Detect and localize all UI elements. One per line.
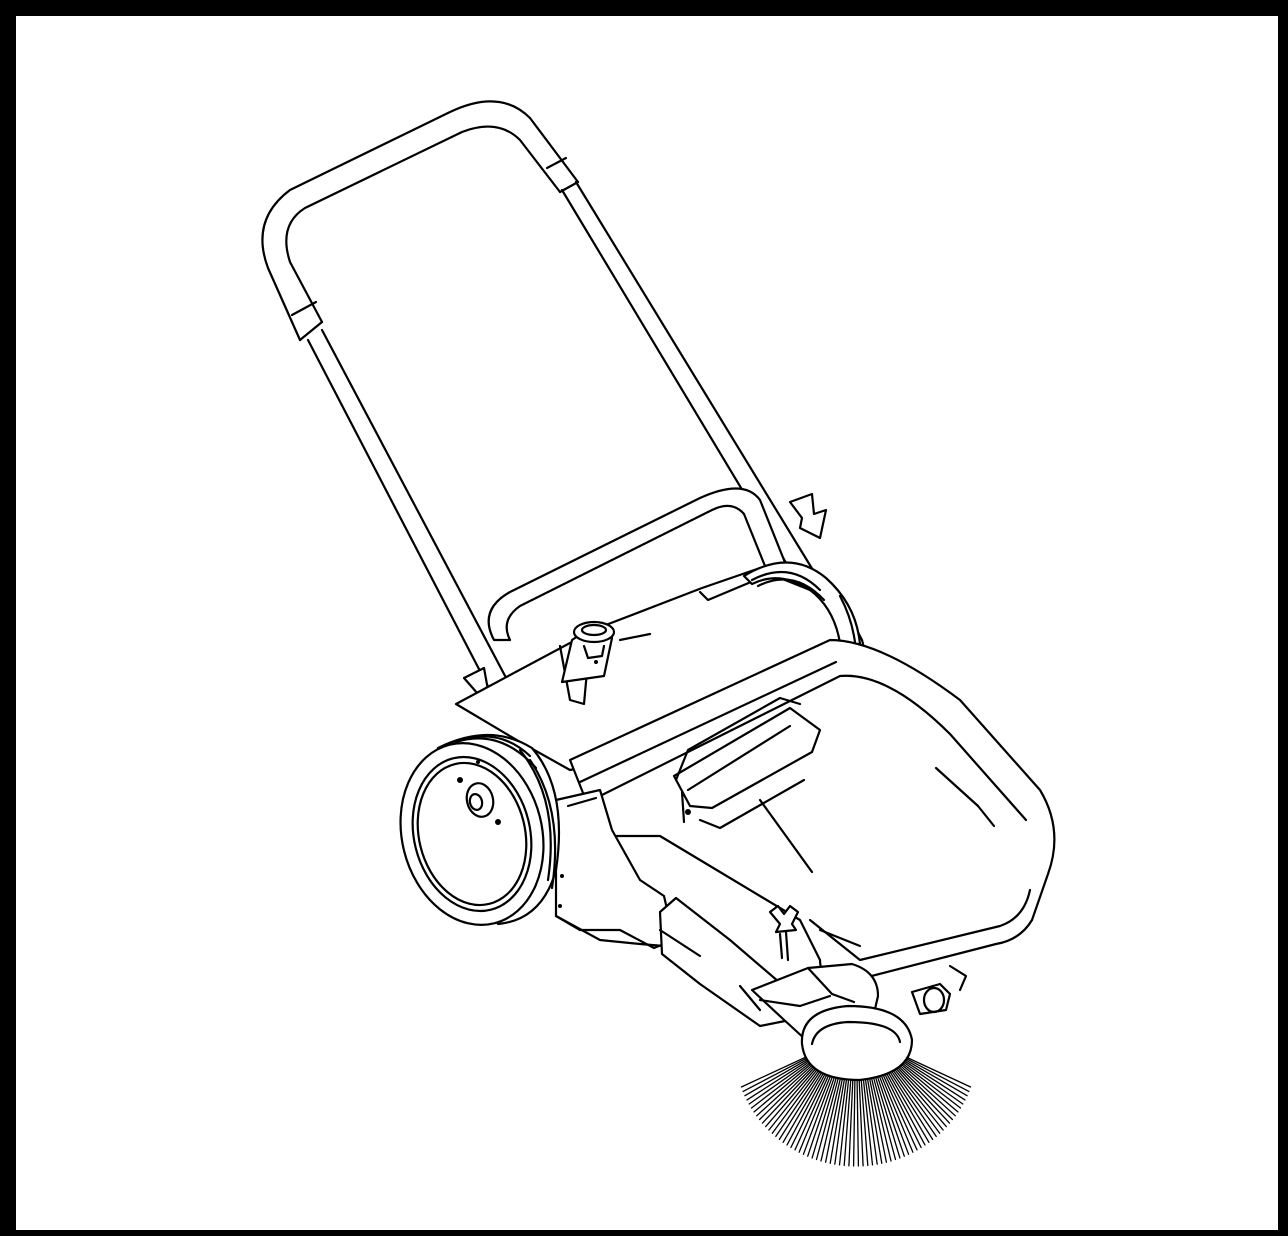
- hopper-body: [568, 638, 1056, 982]
- brush-bristle: [750, 1059, 814, 1109]
- brush-bristle: [771, 1065, 823, 1134]
- brush-bristle: [869, 1072, 892, 1162]
- side-brush: [740, 1004, 972, 1167]
- brush-bristle: [897, 1060, 959, 1113]
- brush-bristle: [900, 1056, 968, 1097]
- rear-wheel: [399, 734, 564, 926]
- brush-bristle: [786, 1068, 829, 1146]
- adjustment-knob-top[interactable]: [560, 620, 652, 684]
- brush-bristle: [894, 1062, 954, 1121]
- brush-bristle: [856, 1073, 860, 1167]
- brush-bristle: [843, 1073, 852, 1167]
- brush-bristle: [794, 1069, 832, 1151]
- brush-bristle: [899, 1058, 964, 1105]
- brush-bristle: [880, 1069, 918, 1151]
- brush-bristle: [746, 1057, 812, 1101]
- brush-bristle: [889, 1065, 941, 1134]
- brush-bristle: [873, 1071, 901, 1159]
- brush-bristle: [901, 1055, 970, 1093]
- brush-bristle: [768, 1064, 821, 1131]
- adjustment-knob-front[interactable]: [768, 904, 800, 962]
- brush-bristle: [782, 1067, 827, 1143]
- brush-bristle: [807, 1071, 837, 1157]
- brush-bristle: [888, 1066, 937, 1138]
- brush-bristle: [775, 1066, 824, 1138]
- brush-bristle: [864, 1072, 878, 1165]
- brush-bristle: [834, 1072, 848, 1165]
- brush-bristle: [744, 1056, 812, 1097]
- brush-bristle: [871, 1071, 897, 1161]
- brush-bristle: [820, 1072, 843, 1162]
- brush-bristle: [898, 1059, 962, 1109]
- brush-bristle: [875, 1071, 905, 1157]
- brush-bristle: [756, 1061, 816, 1117]
- brush-bristle: [765, 1064, 820, 1128]
- brush-bristle: [798, 1070, 834, 1153]
- brush-bristle: [902, 1054, 972, 1088]
- brush-bristle: [900, 1057, 966, 1101]
- brush-bristle: [878, 1070, 914, 1153]
- brush-bristle: [829, 1072, 847, 1164]
- brush-bristle: [753, 1060, 815, 1113]
- brush-bristle: [860, 1073, 869, 1167]
- brush-bristle: [886, 1067, 934, 1141]
- brush-bristle: [885, 1067, 930, 1143]
- brush-bristle: [740, 1054, 810, 1088]
- brush-bristle: [882, 1069, 922, 1149]
- brush-bristle: [892, 1064, 947, 1128]
- brush-bristle: [748, 1058, 813, 1105]
- brush-bristle: [862, 1073, 874, 1166]
- brush-bristle: [838, 1073, 850, 1166]
- brush-bristle: [824, 1072, 845, 1163]
- brush-bristle: [815, 1071, 841, 1161]
- brush-bristle: [893, 1063, 951, 1124]
- brush-bristle: [852, 1073, 856, 1167]
- brush-bristle: [790, 1069, 830, 1149]
- brush-bristle: [778, 1067, 826, 1141]
- brush-bristle: [883, 1068, 926, 1146]
- brush-bristle: [761, 1063, 819, 1124]
- brush-bristle: [811, 1071, 839, 1159]
- brush-bristle: [742, 1055, 811, 1093]
- caster: [910, 964, 968, 1016]
- brush-bristle: [758, 1062, 818, 1121]
- brush-bristle: [876, 1070, 910, 1155]
- brush-bristle: [802, 1070, 836, 1155]
- brush-bristle: [896, 1061, 956, 1117]
- brush-bristle: [867, 1072, 888, 1163]
- brush-bristle: [848, 1073, 854, 1167]
- brush-bristle: [858, 1073, 864, 1167]
- brush-bristle: [891, 1064, 944, 1131]
- brush-bristle: [865, 1072, 883, 1164]
